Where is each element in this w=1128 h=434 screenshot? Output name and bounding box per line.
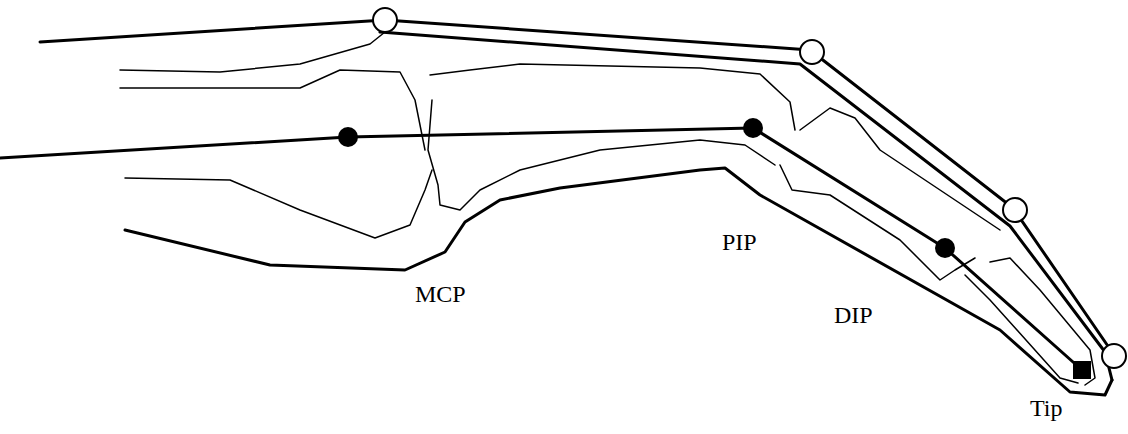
joint-center — [743, 118, 763, 138]
joint-label: PIP — [722, 230, 757, 254]
metacarpal-bottom — [125, 170, 432, 238]
joint-label: DIP — [834, 303, 873, 327]
metacarpal-top — [120, 70, 425, 150]
joint-label: Tip — [1030, 396, 1062, 420]
tip-marker — [1073, 361, 1091, 379]
joint-label: MCP — [415, 282, 466, 306]
distal-phalanx-bottom — [965, 275, 1078, 383]
middle-phalanx-top — [800, 108, 1000, 230]
link-model — [0, 128, 1082, 370]
surface-marker — [800, 40, 824, 64]
hand-skin — [120, 32, 385, 72]
surface-marker — [373, 8, 397, 32]
distal-phalanx-top — [990, 258, 1095, 385]
surface-marker — [1003, 198, 1027, 222]
surface-marker — [1102, 344, 1126, 368]
middle-phalanx-bottom — [780, 165, 975, 280]
dorsal-skin — [380, 20, 1112, 380]
palmar-skin — [125, 168, 1112, 395]
proximal-phalanx-bottom — [428, 100, 775, 210]
joint-center — [338, 127, 358, 147]
joint-center — [935, 238, 955, 258]
proximal-phalanx-top — [430, 64, 795, 130]
